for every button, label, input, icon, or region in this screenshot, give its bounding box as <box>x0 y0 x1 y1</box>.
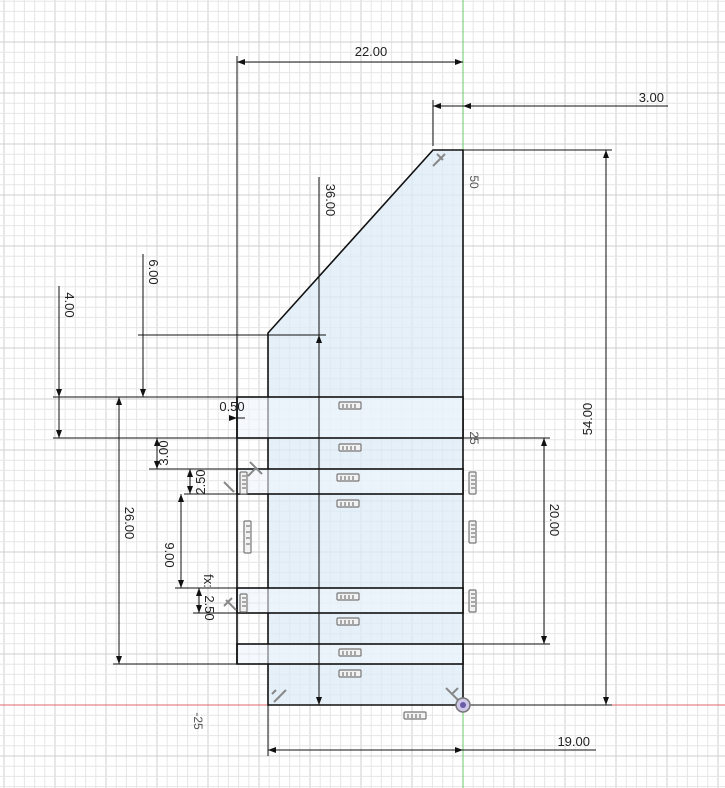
dim-small-gap[interactable]: 0.50 <box>219 399 244 414</box>
dimension-lines <box>53 56 668 756</box>
horizontal-constraint-icon[interactable] <box>336 617 360 626</box>
perpendicular-constraint-icon[interactable] <box>271 689 287 703</box>
vertical-constraint-icon[interactable] <box>468 520 477 544</box>
perpendicular-constraint-icon[interactable] <box>223 481 235 493</box>
perpendicular-constraint-icon[interactable] <box>247 461 263 477</box>
x-axis-label-neg25: -25 <box>191 712 205 730</box>
vertical-constraint-icon[interactable] <box>243 520 252 554</box>
vertical-constraint-icons <box>239 471 477 613</box>
y-axis-label-25: 25 <box>467 431 481 445</box>
perpendicular-constraint-icon[interactable] <box>432 153 446 167</box>
horizontal-constraint-icon[interactable] <box>403 711 427 720</box>
dim-total-height[interactable]: 54.00 <box>580 403 595 436</box>
y-axis-label-50: 50 <box>467 175 481 189</box>
dim-diagonal-height[interactable]: 36.00 <box>323 184 338 217</box>
dimension-arrows <box>56 59 609 753</box>
dim-bottom-width[interactable]: 19.00 <box>557 734 590 749</box>
vertical-constraint-icon[interactable] <box>468 471 477 495</box>
perpendicular-constraint-icon[interactable] <box>223 597 237 611</box>
vertical-constraint-icon[interactable] <box>239 471 248 495</box>
horizontal-constraint-icon[interactable] <box>336 473 360 482</box>
horizontal-constraint-icons <box>336 401 427 720</box>
dim-top-width[interactable]: 22.00 <box>355 44 388 59</box>
dim-top-offset[interactable]: 3.00 <box>639 90 664 105</box>
slot-rectangles[interactable] <box>236 396 464 665</box>
dim-slot-height-2[interactable]: 2.50 <box>202 595 217 620</box>
vertical-constraint-icon[interactable] <box>239 593 248 613</box>
dim-slot-gap[interactable]: 3.00 <box>156 440 171 465</box>
horizontal-constraint-icon[interactable] <box>338 669 362 678</box>
horizontal-constraint-icon[interactable] <box>338 648 362 657</box>
vertical-constraint-icon[interactable] <box>468 589 477 613</box>
horizontal-constraint-icon[interactable] <box>336 592 360 601</box>
horizontal-constraint-icon[interactable] <box>336 499 360 508</box>
perpendicular-constraint-icon[interactable] <box>445 687 459 701</box>
dim-fx-label: fx: <box>201 574 216 588</box>
dim-upper-step[interactable]: 6.00 <box>146 259 161 284</box>
horizontal-constraint-icon[interactable] <box>338 401 362 410</box>
origin-point-icon[interactable] <box>455 697 471 713</box>
horizontal-constraint-icon[interactable] <box>338 443 362 452</box>
dim-right-height[interactable]: 20.00 <box>547 504 562 537</box>
dim-left-height[interactable]: 26.00 <box>122 507 137 540</box>
dim-left-step[interactable]: 4.00 <box>62 292 77 317</box>
dim-slot-height-1[interactable]: 2.50 <box>193 469 208 494</box>
perpendicular-constraint-icons <box>223 153 459 703</box>
dim-slot-spacing[interactable]: 9.00 <box>162 542 177 567</box>
